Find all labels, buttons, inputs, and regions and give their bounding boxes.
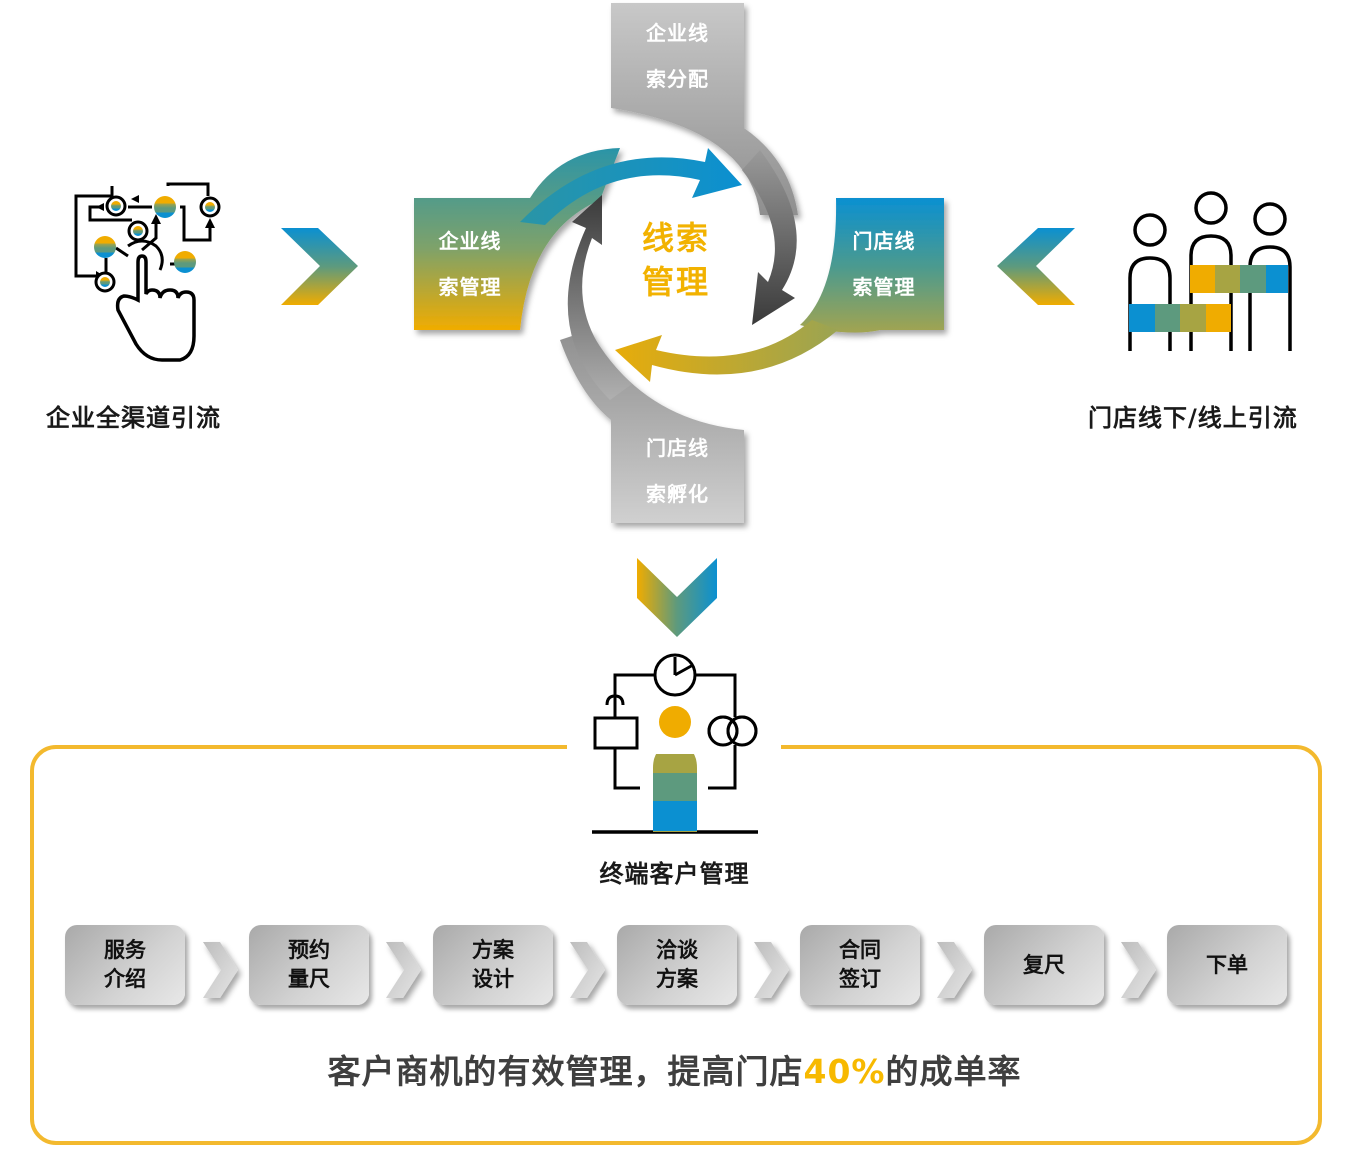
center-line2: 管理 xyxy=(641,263,710,301)
left-box-line2: 索管理 xyxy=(438,275,502,299)
right-box xyxy=(800,198,944,333)
right-source-label: 门店线下/线上引流 xyxy=(1088,404,1298,432)
left-box-text: 企业线 索管理 xyxy=(414,218,526,310)
cycle-arrows xyxy=(520,148,838,400)
summary-text: 客户商机的有效管理，提高门店40%的成单率 xyxy=(0,1045,1349,1093)
customer-icon-overlay xyxy=(593,704,758,790)
step-line2: 方案 xyxy=(656,967,698,991)
step-chevron-icon xyxy=(754,942,789,998)
step-4: 洽谈方案 xyxy=(617,925,737,1005)
top-box-line1: 企业线 xyxy=(646,21,709,45)
step-line2: 量尺 xyxy=(288,967,330,991)
arrow-bottom xyxy=(615,320,838,382)
summary-suffix: 的成单率 xyxy=(885,1052,1022,1091)
people-group-icon xyxy=(1128,191,1292,351)
step-chevron-icon xyxy=(386,942,421,998)
customer-figure xyxy=(653,706,697,832)
step-line1: 洽谈 xyxy=(656,938,698,962)
step-line1: 合同 xyxy=(839,938,881,962)
arrow-left xyxy=(567,195,632,400)
arrow-right xyxy=(742,150,797,325)
step-line1: 下单 xyxy=(1206,952,1248,977)
right-box-line2: 索管理 xyxy=(852,275,916,299)
step-chevron-icon xyxy=(1121,942,1156,998)
step-2: 预约量尺 xyxy=(249,925,369,1005)
touch-network-icon xyxy=(74,182,215,362)
chevron-down-icon xyxy=(637,558,717,637)
top-box-line2: 索分配 xyxy=(646,67,709,91)
bottom-box-text: 门店线 索孵化 xyxy=(611,425,744,517)
left-source-label: 企业全渠道引流 xyxy=(46,404,221,432)
step-1: 服务介绍 xyxy=(65,925,185,1005)
network-nodes xyxy=(94,195,221,293)
step-line1: 复尺 xyxy=(1023,952,1065,977)
chevron-left-icon xyxy=(997,228,1075,305)
step-line2: 签订 xyxy=(839,967,881,991)
step-line2: 介绍 xyxy=(104,967,146,991)
step-3: 方案设计 xyxy=(433,925,553,1005)
step-chevron-icon xyxy=(937,942,972,998)
summary-highlight: 40% xyxy=(803,1052,886,1091)
step-7: 下单 xyxy=(1167,925,1287,1005)
cycle-center-title: 线索 管理 xyxy=(616,216,736,304)
step-line1: 方案 xyxy=(472,938,514,962)
step-6: 复尺 xyxy=(984,925,1104,1005)
step-line2: 设计 xyxy=(472,967,514,991)
frame-gap xyxy=(567,738,781,754)
step-line1: 服务 xyxy=(104,938,146,962)
step-chevron-icon xyxy=(570,942,605,998)
center-line1: 线索 xyxy=(641,219,710,257)
people-stripes xyxy=(1129,265,1288,332)
arrow-top xyxy=(520,148,742,225)
step-chevrons xyxy=(203,942,1156,998)
right-box-line1: 门店线 xyxy=(852,229,916,253)
right-box-text: 门店线 索管理 xyxy=(828,218,940,310)
step-line1: 预约 xyxy=(288,938,330,962)
summary-prefix: 客户商机的有效管理，提高门店 xyxy=(327,1052,804,1091)
bottom-box-line1: 门店线 xyxy=(646,436,709,460)
customer-label: 终端客户管理 xyxy=(599,860,750,888)
step-chevron-icon xyxy=(203,942,238,998)
left-box-line1: 企业线 xyxy=(438,229,502,253)
top-box-text: 企业线 索分配 xyxy=(611,10,744,102)
bottom-box-line2: 索孵化 xyxy=(646,482,709,506)
step-5: 合同签订 xyxy=(800,925,920,1005)
chevron-right-icon xyxy=(281,228,358,305)
